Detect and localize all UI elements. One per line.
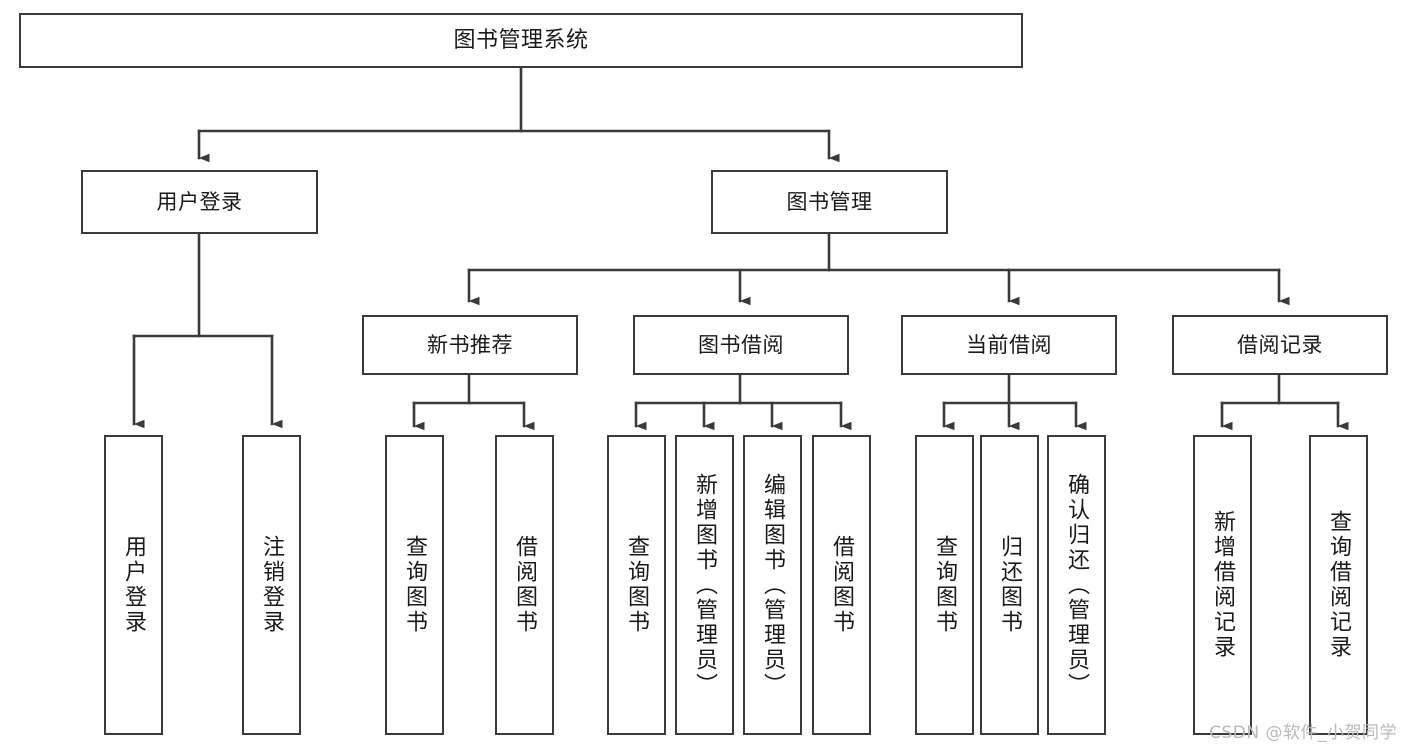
- leaf-current-borrow-query[interactable]: 查询图书: [915, 435, 974, 735]
- node-book-borrow[interactable]: 图书借阅: [633, 315, 849, 375]
- leaf-borrow-record-add[interactable]: 新增借阅记录: [1193, 435, 1252, 735]
- node-label: 借阅记录: [1237, 332, 1323, 357]
- node-label: 查询图书: [402, 535, 428, 635]
- leaf-current-borrow-return[interactable]: 归还图书: [980, 435, 1039, 735]
- node-label: 用户登录: [156, 189, 243, 214]
- leaf-book-borrow-borrow[interactable]: 借阅图书: [812, 435, 871, 735]
- node-borrow-record[interactable]: 借阅记录: [1172, 315, 1388, 375]
- leaf-borrow-record-query[interactable]: 查询借阅记录: [1309, 435, 1368, 735]
- leaf-new-book-borrow[interactable]: 借阅图书: [495, 435, 554, 735]
- leaf-current-borrow-confirm-return[interactable]: 确认归还（管理员）: [1047, 435, 1106, 735]
- leaf-book-borrow-edit[interactable]: 编辑图书（管理员）: [743, 435, 802, 735]
- node-label: 编辑图书（管理员）: [760, 472, 786, 698]
- node-label: 查询图书: [624, 535, 650, 635]
- watermark: CSDN @软件_小贺同学: [1209, 723, 1397, 743]
- node-label: 新书推荐: [427, 332, 513, 357]
- leaf-user-login-login[interactable]: 用户登录: [104, 435, 163, 735]
- node-label: 新增借阅记录: [1210, 510, 1236, 660]
- leaf-user-login-logout[interactable]: 注销登录: [242, 435, 301, 735]
- node-label: 图书管理系统: [453, 27, 589, 53]
- node-new-book-recommend[interactable]: 新书推荐: [362, 315, 578, 375]
- node-book-management[interactable]: 图书管理: [711, 170, 948, 234]
- node-label: 归还图书: [997, 535, 1023, 635]
- node-label: 查询图书: [932, 535, 958, 635]
- node-user-login[interactable]: 用户登录: [81, 170, 318, 234]
- node-label: 注销登录: [259, 535, 285, 635]
- node-label: 图书管理: [786, 189, 873, 214]
- node-current-borrow[interactable]: 当前借阅: [901, 315, 1117, 375]
- node-label: 借阅图书: [512, 535, 538, 635]
- node-label: 确认归还（管理员）: [1064, 472, 1090, 698]
- leaf-book-borrow-add[interactable]: 新增图书（管理员）: [675, 435, 734, 735]
- node-label: 当前借阅: [966, 332, 1052, 357]
- node-label: 借阅图书: [829, 535, 855, 635]
- leaf-new-book-query[interactable]: 查询图书: [385, 435, 444, 735]
- node-label: 新增图书（管理员）: [692, 472, 718, 698]
- node-label: 用户登录: [121, 535, 147, 635]
- leaf-book-borrow-query[interactable]: 查询图书: [607, 435, 666, 735]
- node-label: 图书借阅: [698, 332, 784, 357]
- node-label: 查询借阅记录: [1326, 510, 1352, 660]
- node-root-book-management-system[interactable]: 图书管理系统: [19, 13, 1023, 68]
